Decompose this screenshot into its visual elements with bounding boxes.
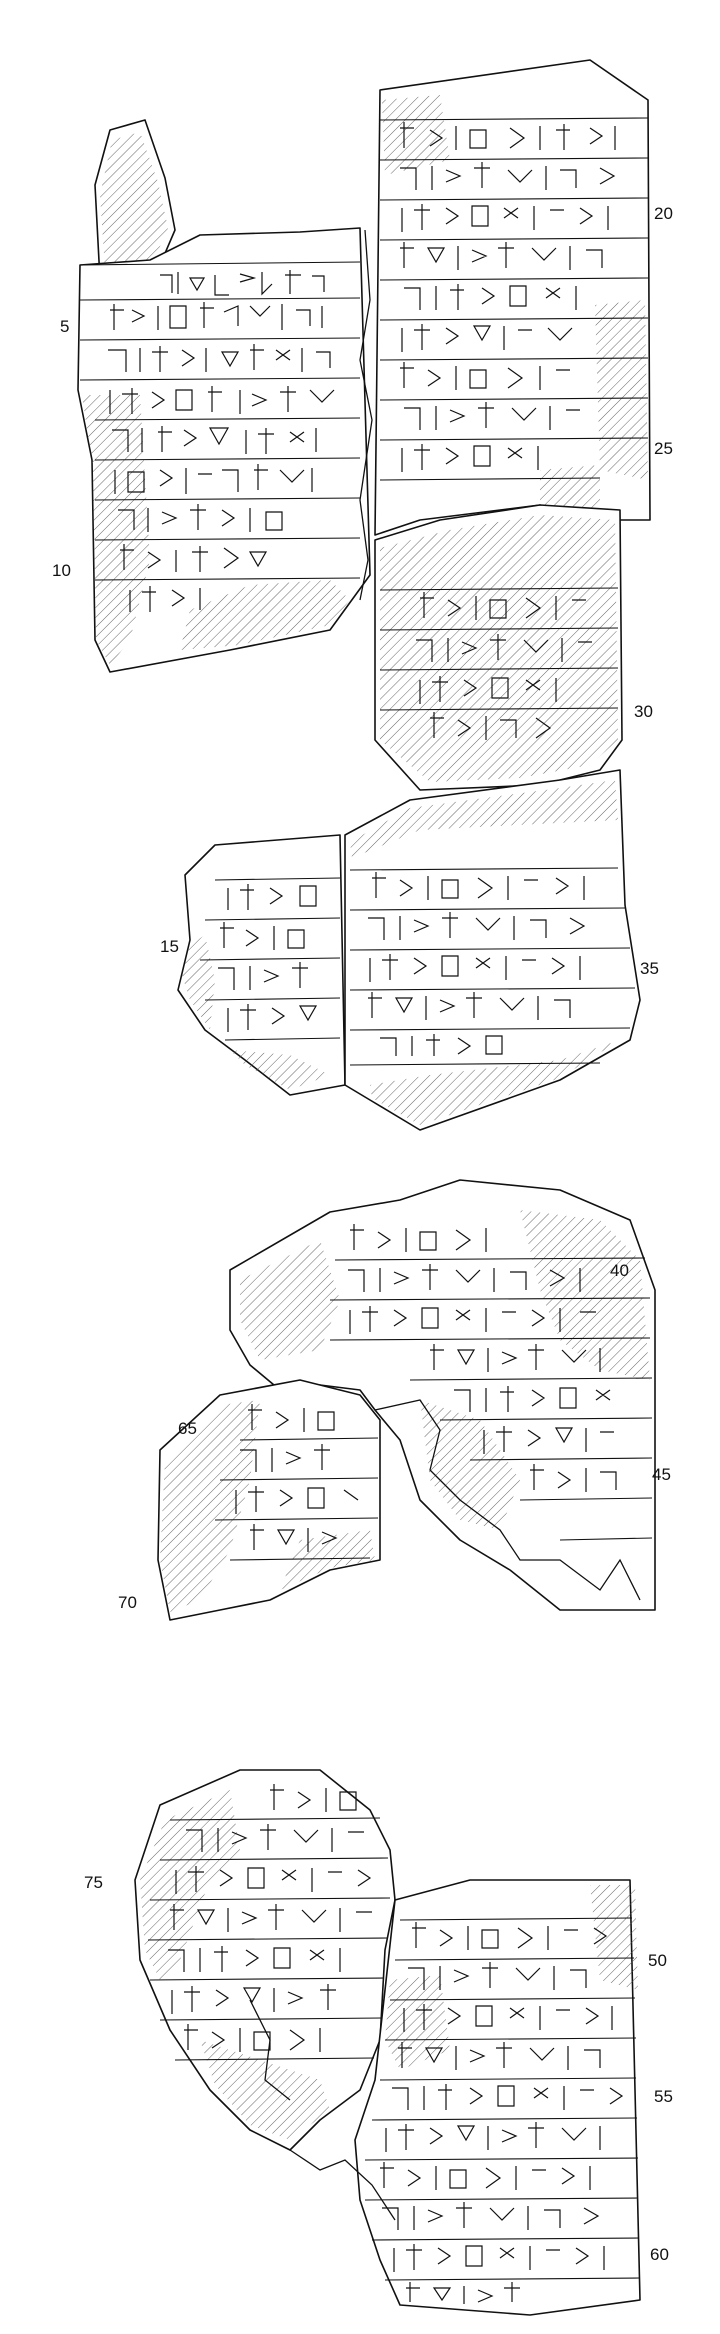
tablet-fragment-3 [134,1769,641,2316]
line-number-50: 50 [648,1951,667,1970]
line-number-10: 10 [52,561,71,580]
line-number-45: 45 [652,1465,671,1484]
fragment-outline [344,769,641,1131]
cuneiform-signs [218,872,586,1056]
ruling-lines [214,1257,653,1561]
line-number-70: 70 [118,1593,137,1612]
line-number-35: 35 [640,959,659,978]
line-number-15: 15 [160,937,179,956]
tablet-fragment-1 [77,59,651,791]
line-number-5: 5 [60,317,70,336]
tablet-fragment-2 [157,1179,656,1621]
line-number-75: 75 [84,1873,103,1892]
line-number-55: 55 [654,2087,673,2106]
ruling-lines [147,1817,640,2281]
line-number-60: 60 [650,2245,669,2264]
tablet-fragment-1b [177,769,641,1131]
line-number-25: 25 [654,439,673,458]
cuneiform-signs [168,1784,624,2304]
line-number-65: 65 [178,1419,197,1438]
ruling-lines [79,117,649,711]
line-number-40: 40 [610,1261,629,1280]
cuneiform-signs [108,122,616,740]
line-number-30: 30 [634,702,653,721]
cuneiform-signs [235,1224,617,1552]
line-number-20: 20 [654,204,673,223]
ruling-lines [199,867,636,1066]
